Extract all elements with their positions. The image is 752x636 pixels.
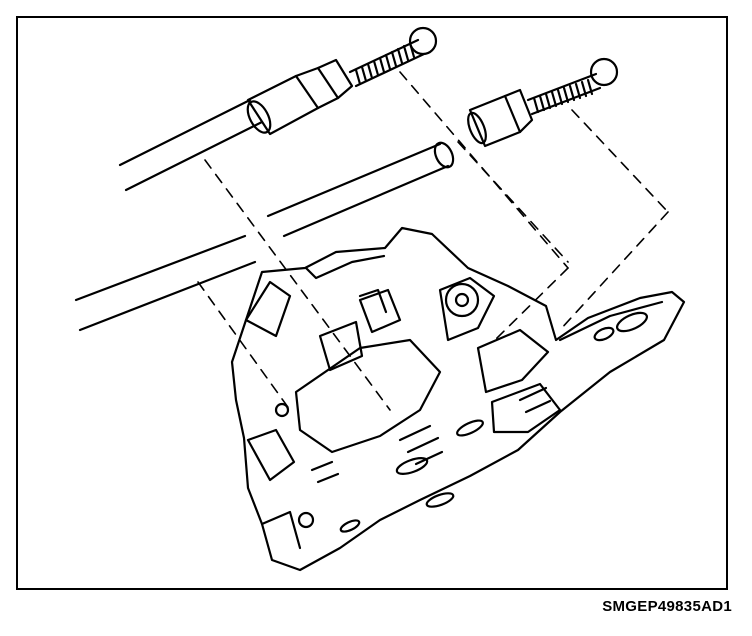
lower-cable-conduit (74, 234, 257, 332)
middle-rod (266, 141, 455, 238)
upper-cable-threaded-rod (348, 38, 426, 88)
right-cable-threaded-rod (526, 72, 602, 116)
right-cable-ball-end (589, 57, 619, 87)
upper-cable-ball-end (408, 26, 438, 56)
diagram-frame (16, 16, 728, 590)
leader-lines (197, 71, 669, 411)
upper-cable-fitting (246, 58, 354, 136)
figure-code: SMGEP49835AD1 (602, 598, 732, 615)
lever-housing-assembly (230, 226, 686, 572)
upper-cable-conduit (118, 98, 264, 192)
right-cable-fitting (467, 88, 534, 148)
